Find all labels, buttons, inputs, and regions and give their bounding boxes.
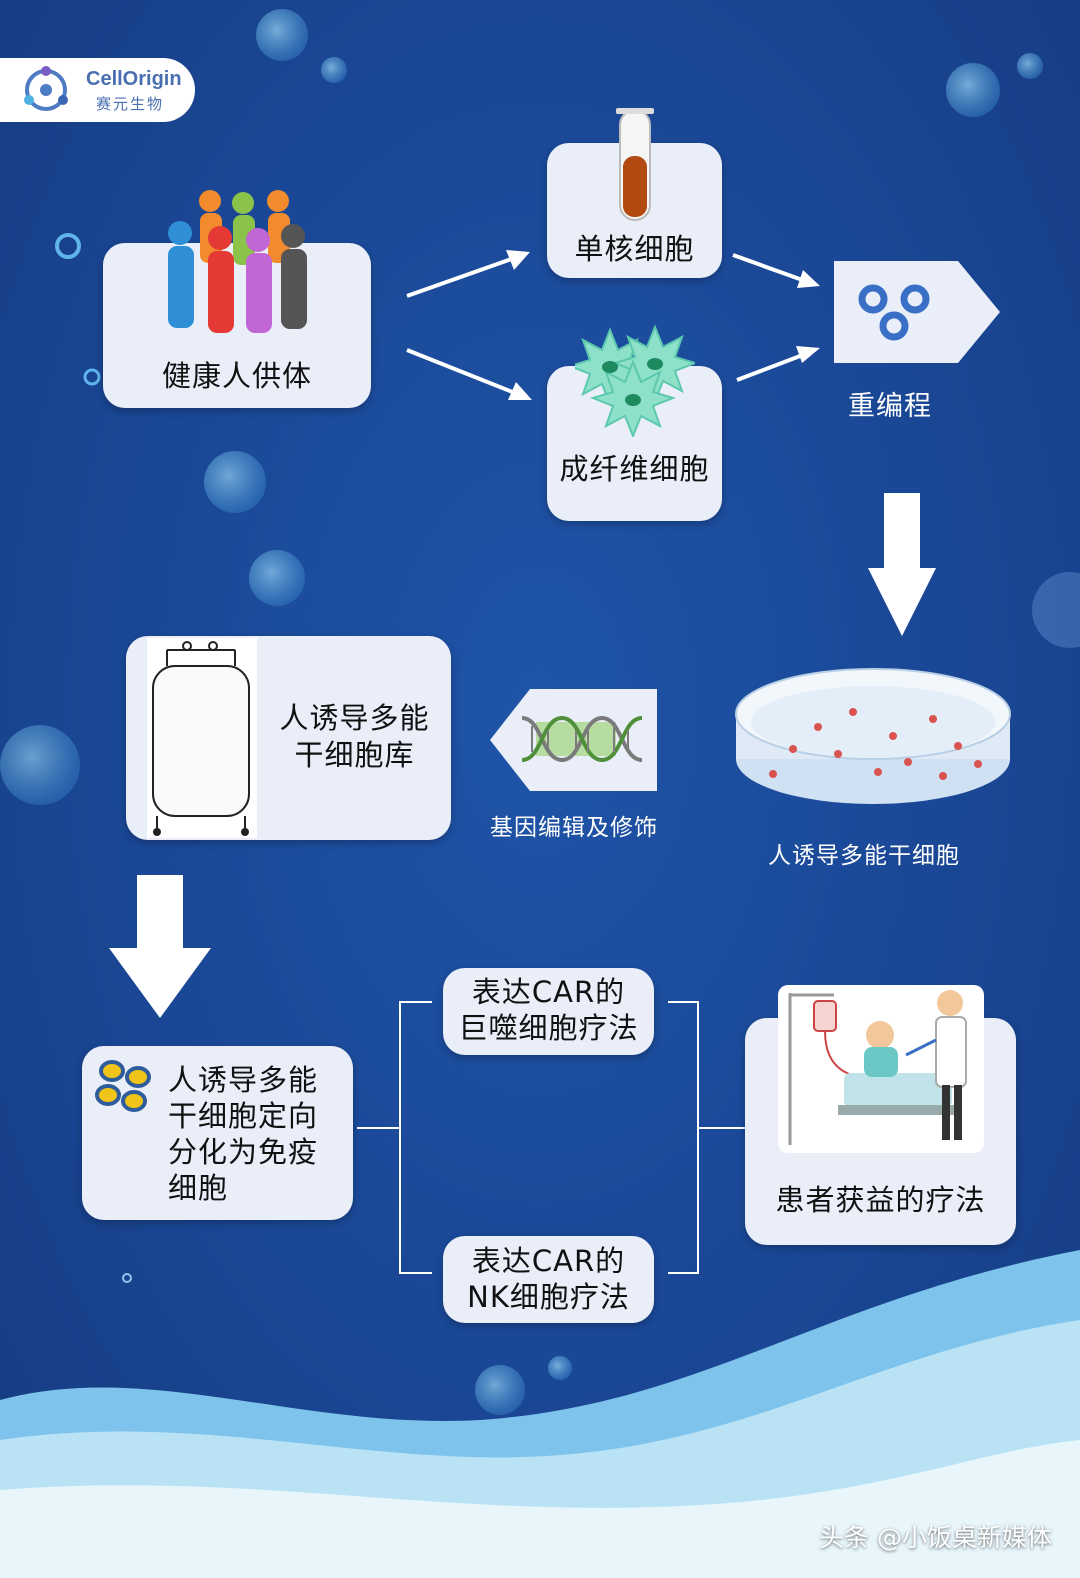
car-macrophage-node (443, 968, 654, 1055)
test-tube-icon (616, 108, 654, 221)
differentiation-label-line2: 干细胞定向 (168, 1099, 319, 1133)
patient-treatment-icon (778, 985, 984, 1153)
fibroblast-label: 成纤维细胞 (559, 452, 710, 486)
mononuclear-label: 单核细胞 (574, 232, 695, 266)
cryo-tank-icon (147, 638, 257, 838)
donor-node (103, 243, 371, 408)
car-nk-node (443, 1236, 654, 1323)
patient-label: 患者获益的疗法 (775, 1183, 986, 1217)
differentiation-label-line1: 人诱导多能 (168, 1063, 319, 1097)
car-nk-label-line2: NK细胞疗法 (467, 1280, 630, 1314)
car-nk-label-line1: 表达CAR的 (471, 1244, 626, 1278)
people-group-icon (168, 190, 307, 333)
car-macrophage-label-line1: 表达CAR的 (471, 975, 626, 1009)
immune-cells-icon (95, 1060, 151, 1112)
logo-name: CellOrigin (86, 68, 182, 90)
differentiation-label-line3: 分化为免疫 (168, 1135, 319, 1169)
reprogram-label: 重编程 (848, 391, 932, 422)
dna-helix-icon (521, 715, 643, 763)
cellorigin-logo-icon (24, 66, 68, 111)
company-logo: CellOrigin 赛元生物 (0, 58, 195, 122)
petri-dish-icon (735, 668, 1011, 804)
ipsc-bank-label-line1: 人诱导多能 (279, 701, 430, 735)
ipsc-bank-label-line2: 干细胞库 (294, 738, 415, 772)
watermark: 头条 @小饭桌新媒体 (819, 1523, 1052, 1552)
differentiation-label-line4: 细胞 (168, 1171, 229, 1205)
reprogramming-cells-icon (858, 284, 930, 341)
donor-label: 健康人供体 (161, 359, 312, 393)
fibroblast-cells-icon (575, 324, 695, 437)
car-macrophage-label-line2: 巨噬细胞疗法 (458, 1011, 639, 1045)
ipsc-label: 人诱导多能干细胞 (768, 843, 960, 869)
logo-subtitle: 赛元生物 (96, 95, 165, 113)
gene-edit-label: 基因编辑及修饰 (490, 815, 658, 841)
